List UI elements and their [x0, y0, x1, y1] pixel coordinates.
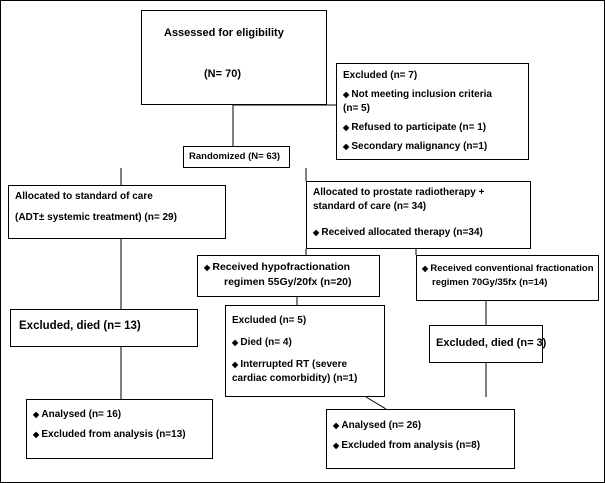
excluded-middle-box: Excluded (n= 5) Died (n= 4) Interrupted …: [225, 305, 385, 397]
excluded-died-right-label: Excluded, died (n= 3): [436, 337, 547, 349]
excluded-middle-item: Died (n= 4): [232, 336, 378, 350]
radiotherapy-line2: standard of care (n= 34): [313, 201, 427, 212]
analysed-left-box: Analysed (n= 16) Excluded from analysis …: [26, 399, 213, 459]
analysed-right-box: Analysed (n= 26) Excluded from analysis …: [326, 409, 515, 469]
analysed-right-item: Analysed (n= 26): [333, 419, 508, 433]
conventional-box: Received conventional fractionation regi…: [416, 255, 599, 301]
analysed-left-item: Excluded from analysis (n=13): [33, 428, 206, 442]
excluded-died-left-label: Excluded, died (n= 13): [19, 320, 141, 332]
excluded-died-left-box: Excluded, died (n= 13): [10, 309, 198, 347]
radiotherapy-line1: Allocated to prostate radiotherapy +: [313, 187, 485, 198]
standard-care-line2: (ADT± systemic treatment) (n= 29): [15, 212, 177, 223]
conventional-line1: Received conventional fractionation: [422, 262, 593, 276]
standard-care-line1: Allocated to standard of care: [15, 191, 153, 202]
analysed-left-item: Analysed (n= 16): [33, 408, 206, 422]
hypofractionation-line1: Received hypofractionation: [204, 260, 373, 275]
excluded-middle-title: Excluded (n= 5): [232, 315, 307, 326]
excluded-initial-title: Excluded (n= 7): [343, 70, 418, 81]
excluded-initial-item: Refused to participate (n= 1): [343, 121, 522, 135]
assessed-title: Assessed for eligibility: [164, 27, 284, 39]
hypofractionation-line2: regimen 55Gy/20fx (n=20): [224, 276, 352, 288]
assessed-count: (N= 70): [204, 68, 241, 80]
excluded-initial-box: Excluded (n= 7) Not meeting inclusion cr…: [336, 63, 529, 160]
hypofractionation-box: Received hypofractionation regimen 55Gy/…: [197, 255, 380, 297]
excluded-initial-item: Secondary malignancy (n=1): [343, 140, 522, 154]
randomized-box: Randomized (N= 63): [183, 146, 290, 168]
assessed-box: Assessed for eligibility (N= 70): [141, 10, 327, 105]
standard-care-box: Allocated to standard of care (ADT± syst…: [8, 185, 226, 239]
randomized-label: Randomized (N= 63): [189, 151, 281, 162]
line-hypo-to-analysed: [365, 396, 387, 410]
analysed-right-item: Excluded from analysis (n=8): [333, 439, 508, 453]
radiotherapy-box: Allocated to prostate radiotherapy + sta…: [306, 181, 531, 249]
excluded-initial-item: Not meeting inclusion criteria (n= 5): [343, 88, 493, 116]
radiotherapy-item: Received allocated therapy (n=34): [313, 226, 524, 240]
excluded-died-right-box: Excluded, died (n= 3): [429, 325, 547, 363]
excluded-middle-item: Interrupted RT (severe cardiac comorbidi…: [232, 358, 378, 386]
conventional-line2: regimen 70Gy/35fx (n=14): [432, 277, 548, 288]
